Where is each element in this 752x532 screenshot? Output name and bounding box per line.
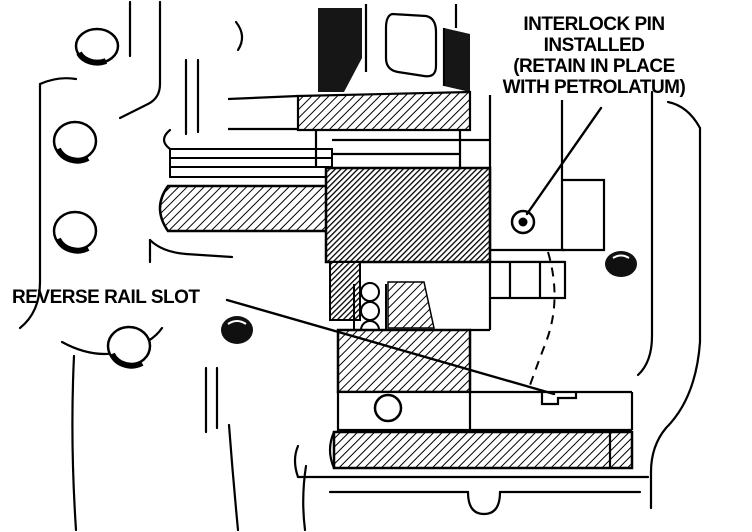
leader-lines: [225, 106, 603, 396]
interlock-pin-leader-line: [525, 106, 603, 216]
reverse-rail-slot-leader-line: [225, 298, 556, 396]
shift-rail-left: [158, 148, 334, 233]
right-housing: [470, 95, 606, 332]
reverse-rail-slot: [540, 392, 578, 406]
lower-rail-block: [336, 328, 472, 432]
bolt-holes: [52, 27, 152, 369]
reverse-rail-slot-label: REVERSE RAIL SLOT: [12, 287, 200, 308]
interlock-pin-label: INTERLOCK PIN INSTALLED (RETAIN IN PLACE…: [502, 14, 686, 98]
dark-bolts: [221, 251, 637, 344]
interlock-pin: [510, 209, 536, 235]
case-outlines: [18, 0, 702, 532]
shift-fork-assembly: [227, 4, 490, 170]
